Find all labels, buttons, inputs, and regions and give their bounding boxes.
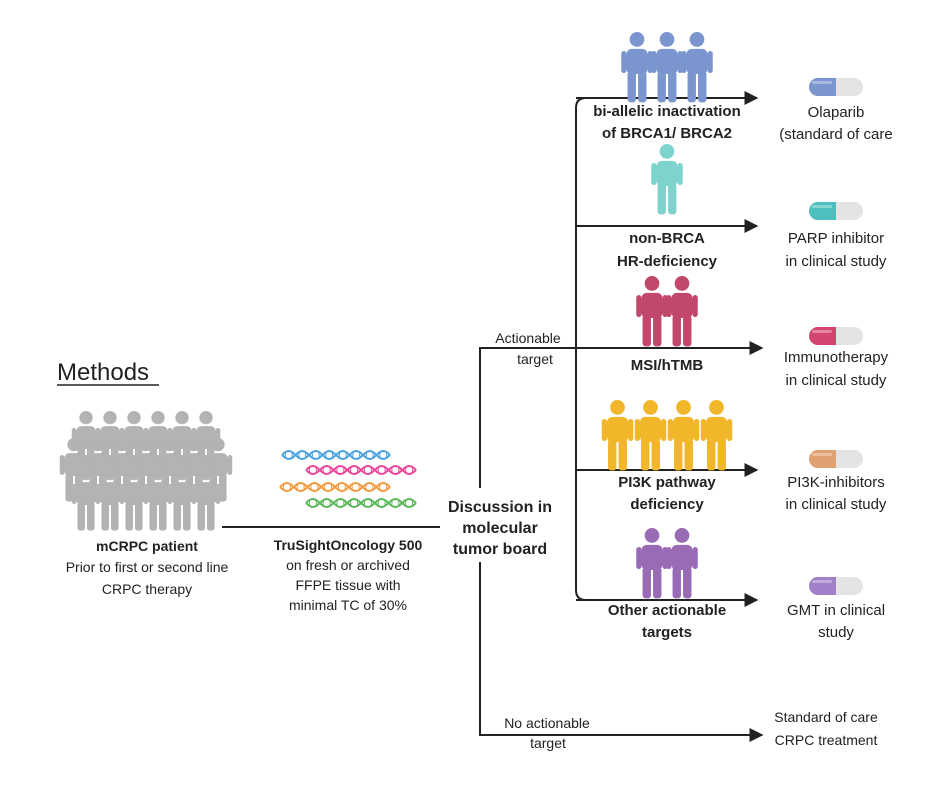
sequencing-line-2: on fresh or archived — [286, 557, 410, 573]
sequencing-line-4: minimal TC of 30% — [289, 597, 407, 613]
pill-icon — [809, 78, 863, 96]
branch-person-icon — [666, 276, 698, 347]
branch-label-line-2: deficiency — [630, 496, 704, 513]
branch-person-icon — [601, 400, 634, 471]
therapy-line-2: in clinical study — [786, 372, 887, 389]
dna-strand — [281, 449, 391, 461]
branch-person-icon — [651, 32, 683, 103]
board-line-3: tumor board — [453, 541, 547, 558]
standard-line-2: CRPC treatment — [775, 732, 878, 748]
branch-item: MSI/hTMB Immunotherapy in clinical study — [631, 276, 889, 389]
pill-icon — [809, 577, 863, 595]
pill-icon — [809, 202, 863, 220]
branch-bracket-line — [575, 97, 587, 601]
branch-label-line-1: bi-allelic inactivation — [593, 103, 741, 120]
branch-label-line-1: Other actionable — [608, 602, 726, 619]
branch-item: PI3K pathway deficiency PI3K-inhibitors in … — [576, 400, 887, 513]
branch-person-icon — [681, 32, 713, 103]
therapy-line-1: Olaparib — [808, 104, 865, 121]
branch-person-icon — [667, 400, 700, 471]
no-actionable-line-1: No actionable — [504, 715, 590, 731]
branch-item: bi-allelic inactivation of BRCA1/ BRCA2 Ol… — [576, 32, 893, 143]
therapy-line-1: Immunotherapy — [784, 349, 889, 366]
branch-label-line-2: of BRCA1/ BRCA2 — [602, 125, 732, 142]
therapy-line-2: in clinical study — [786, 253, 887, 270]
therapy-line-2: (standard of care — [779, 126, 892, 143]
branch-label-line-1: MSI/hTMB — [631, 357, 704, 374]
branch-label-line-2: targets — [642, 624, 692, 641]
branch-label-line-2: HR-deficiency — [617, 253, 718, 270]
branch-person-icon — [636, 528, 668, 599]
dna-strands-icon — [279, 449, 417, 509]
therapy-line-2: in clinical study — [786, 496, 887, 513]
branch-person-icon — [636, 276, 668, 347]
therapy-line-2: study — [818, 624, 854, 641]
actionable-line-1: Actionable — [495, 330, 561, 346]
patient-label: mCRPC patient — [96, 538, 198, 554]
branch-person-icon — [700, 400, 733, 471]
pill-icon — [809, 450, 863, 468]
branch-label-line-1: PI3K pathway — [618, 474, 716, 491]
branch-item: non-BRCA HR-deficiency PARP inhibitor in cl… — [576, 144, 887, 270]
dna-strand — [279, 481, 391, 493]
dna-strand — [305, 464, 417, 476]
dna-strand — [305, 497, 417, 509]
therapy-line-1: PARP inhibitor — [788, 230, 884, 247]
actionable-line-2: target — [517, 351, 553, 367]
no-actionable-line-2: target — [530, 735, 566, 751]
branch-label-line-1: non-BRCA — [629, 230, 705, 247]
branch-person-icon — [621, 32, 653, 103]
sequencing-line-1: TruSightOncology 500 — [274, 537, 423, 553]
therapy-line-1: GMT in clinical — [787, 602, 885, 619]
patient-line-1: Prior to first or second line — [66, 559, 229, 575]
pill-icon — [809, 327, 863, 345]
board-line-2: molecular — [462, 520, 538, 537]
patient-line-2: CRPC therapy — [102, 581, 192, 597]
standard-line-1: Standard of care — [774, 709, 878, 725]
branch-person-icon — [651, 144, 683, 215]
branch-item: Other actionable targets GMT in clinical st… — [576, 528, 885, 641]
branch-list: bi-allelic inactivation of BRCA1/ BRCA2 Ol… — [576, 32, 893, 641]
methods-title: Methods — [57, 359, 149, 386]
therapy-line-1: PI3K-inhibitors — [787, 474, 885, 491]
sequencing-line-3: FFPE tissue with — [295, 577, 400, 593]
board-line-1: Discussion in — [448, 499, 552, 516]
branch-person-icon — [634, 400, 667, 471]
patient-crowd-icon — [59, 410, 233, 531]
branch-person-icon — [666, 528, 698, 599]
